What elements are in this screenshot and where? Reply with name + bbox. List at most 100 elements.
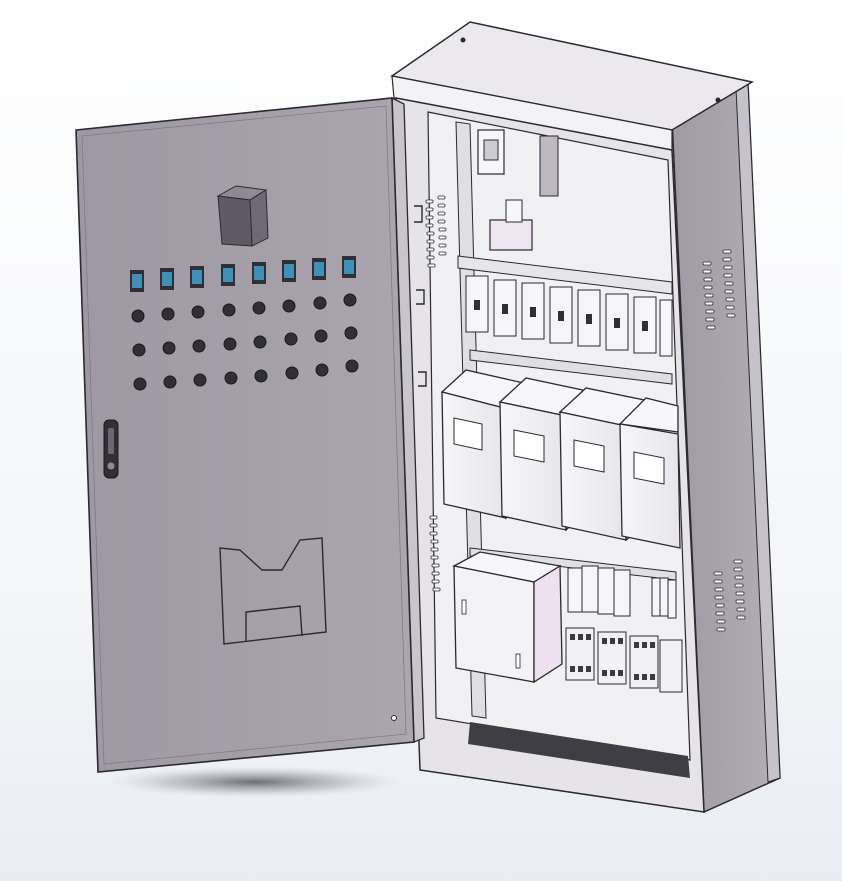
rotary-knob-icon[interactable] <box>224 371 238 385</box>
vent-slot-icon <box>713 579 723 584</box>
frame-brackets <box>414 205 427 387</box>
rotary-knob-icon[interactable] <box>133 377 147 391</box>
power-module <box>618 397 679 433</box>
vent-slot-icon <box>705 317 715 322</box>
knob-row-1 <box>131 293 357 323</box>
vent-slot-icon <box>722 257 732 262</box>
small-breaker <box>667 579 677 619</box>
contactor <box>659 639 683 693</box>
rotary-knob-icon[interactable] <box>193 373 207 387</box>
rotary-knob-icon[interactable] <box>222 303 236 317</box>
rotary-knob-icon[interactable] <box>285 366 299 380</box>
contactor-terminal <box>570 666 575 672</box>
pilot-light-icon <box>282 260 296 282</box>
pilot-light-icon <box>252 262 266 284</box>
contactor-terminals <box>570 634 655 680</box>
pilot-light-icon <box>312 258 326 280</box>
vent-slot-icon <box>437 211 446 216</box>
relay <box>597 567 615 615</box>
relay-row <box>567 565 631 617</box>
rotary-knob-icon[interactable] <box>132 343 146 357</box>
breaker-toggle <box>474 300 480 310</box>
document-pocket[interactable] <box>219 537 327 645</box>
contactor-terminal <box>618 670 623 676</box>
vent-slot-icon <box>706 325 716 330</box>
main-switch-lever <box>483 139 499 161</box>
vent-slot-icon <box>426 247 435 252</box>
knob-row-3 <box>133 359 359 391</box>
small-breaker <box>659 577 669 617</box>
handle-grip <box>108 428 114 454</box>
contactor-terminal <box>650 674 655 680</box>
vent-slot-icon <box>431 579 440 584</box>
vent-slot-icon <box>431 571 440 576</box>
door-screw <box>391 715 397 721</box>
small-breaker <box>651 577 661 617</box>
door[interactable] <box>75 96 425 773</box>
latch-bracket <box>416 289 425 305</box>
rotary-knob-icon[interactable] <box>313 296 327 310</box>
contactor-terminal <box>610 638 615 644</box>
latch-bracket <box>418 371 427 387</box>
contactor-terminal <box>642 674 647 680</box>
vent-slot-icon <box>716 619 726 624</box>
vent-slot-icon <box>725 305 735 310</box>
rotary-knob-icon[interactable] <box>284 332 298 346</box>
rotary-knob-icon[interactable] <box>192 339 206 353</box>
breaker-toggle <box>558 311 564 321</box>
pilot-light-row <box>130 256 356 292</box>
breaker-toggle <box>530 307 536 317</box>
cabinet <box>390 21 781 814</box>
breaker-toggles <box>474 300 648 331</box>
rotary-knob-icon[interactable] <box>344 326 358 340</box>
vent-slot-icon <box>426 231 435 236</box>
breaker-toggle <box>502 304 508 314</box>
plinth-gap <box>468 722 690 778</box>
rotary-knob-icon[interactable] <box>282 299 296 313</box>
contactor-terminal <box>618 638 623 644</box>
contactor-terminal <box>586 634 591 640</box>
pilot-light-icon <box>160 268 174 290</box>
vent-slot-icon <box>430 539 439 544</box>
rotary-knob-icon[interactable] <box>162 341 176 355</box>
vent-slot-icon <box>724 281 734 286</box>
meter-box-side <box>249 189 269 247</box>
vent-slot-icon <box>723 273 733 278</box>
rotary-knob-icon[interactable] <box>345 359 359 373</box>
rotary-knob-icon[interactable] <box>343 293 357 307</box>
contactor-terminal <box>578 666 583 672</box>
power-module <box>499 401 567 531</box>
disconnect-switch <box>489 219 533 251</box>
vent-slot-icon <box>425 199 434 204</box>
vent-slot-icon <box>438 235 447 240</box>
vent-slot-icon <box>733 567 743 572</box>
vent-slot-icon <box>736 615 746 620</box>
rotary-knob-icon[interactable] <box>163 375 177 389</box>
lid-screw <box>460 37 466 43</box>
rotary-knob-icon[interactable] <box>223 337 237 351</box>
rotary-knob-icon[interactable] <box>161 307 175 321</box>
vent-slot-icon <box>733 559 743 564</box>
vent-slot-icon <box>724 289 734 294</box>
vent-slot-icon <box>734 575 744 580</box>
vent-slot-icon <box>431 563 440 568</box>
module-labels <box>453 417 665 485</box>
rotary-knob-icon[interactable] <box>131 309 145 323</box>
rotary-knob-icon[interactable] <box>314 329 328 343</box>
vent-slot-icon <box>430 547 439 552</box>
module-label <box>573 439 605 473</box>
rotary-knob-icon[interactable] <box>252 301 266 315</box>
power-module <box>441 391 507 519</box>
door-handle[interactable] <box>103 419 119 479</box>
rotary-knob-icon[interactable] <box>253 335 267 349</box>
rotary-knob-icon[interactable] <box>315 363 329 377</box>
disconnect-handle <box>505 199 523 223</box>
pocket-slot <box>245 605 303 642</box>
vent-slot-icon <box>714 587 724 592</box>
knob-row-2 <box>132 326 358 357</box>
rotary-knob-icon[interactable] <box>254 369 268 383</box>
vent-slot-icon <box>438 227 447 232</box>
vent-slot-icon <box>722 249 732 254</box>
relay <box>581 565 599 613</box>
rotary-knob-icon[interactable] <box>191 305 205 319</box>
